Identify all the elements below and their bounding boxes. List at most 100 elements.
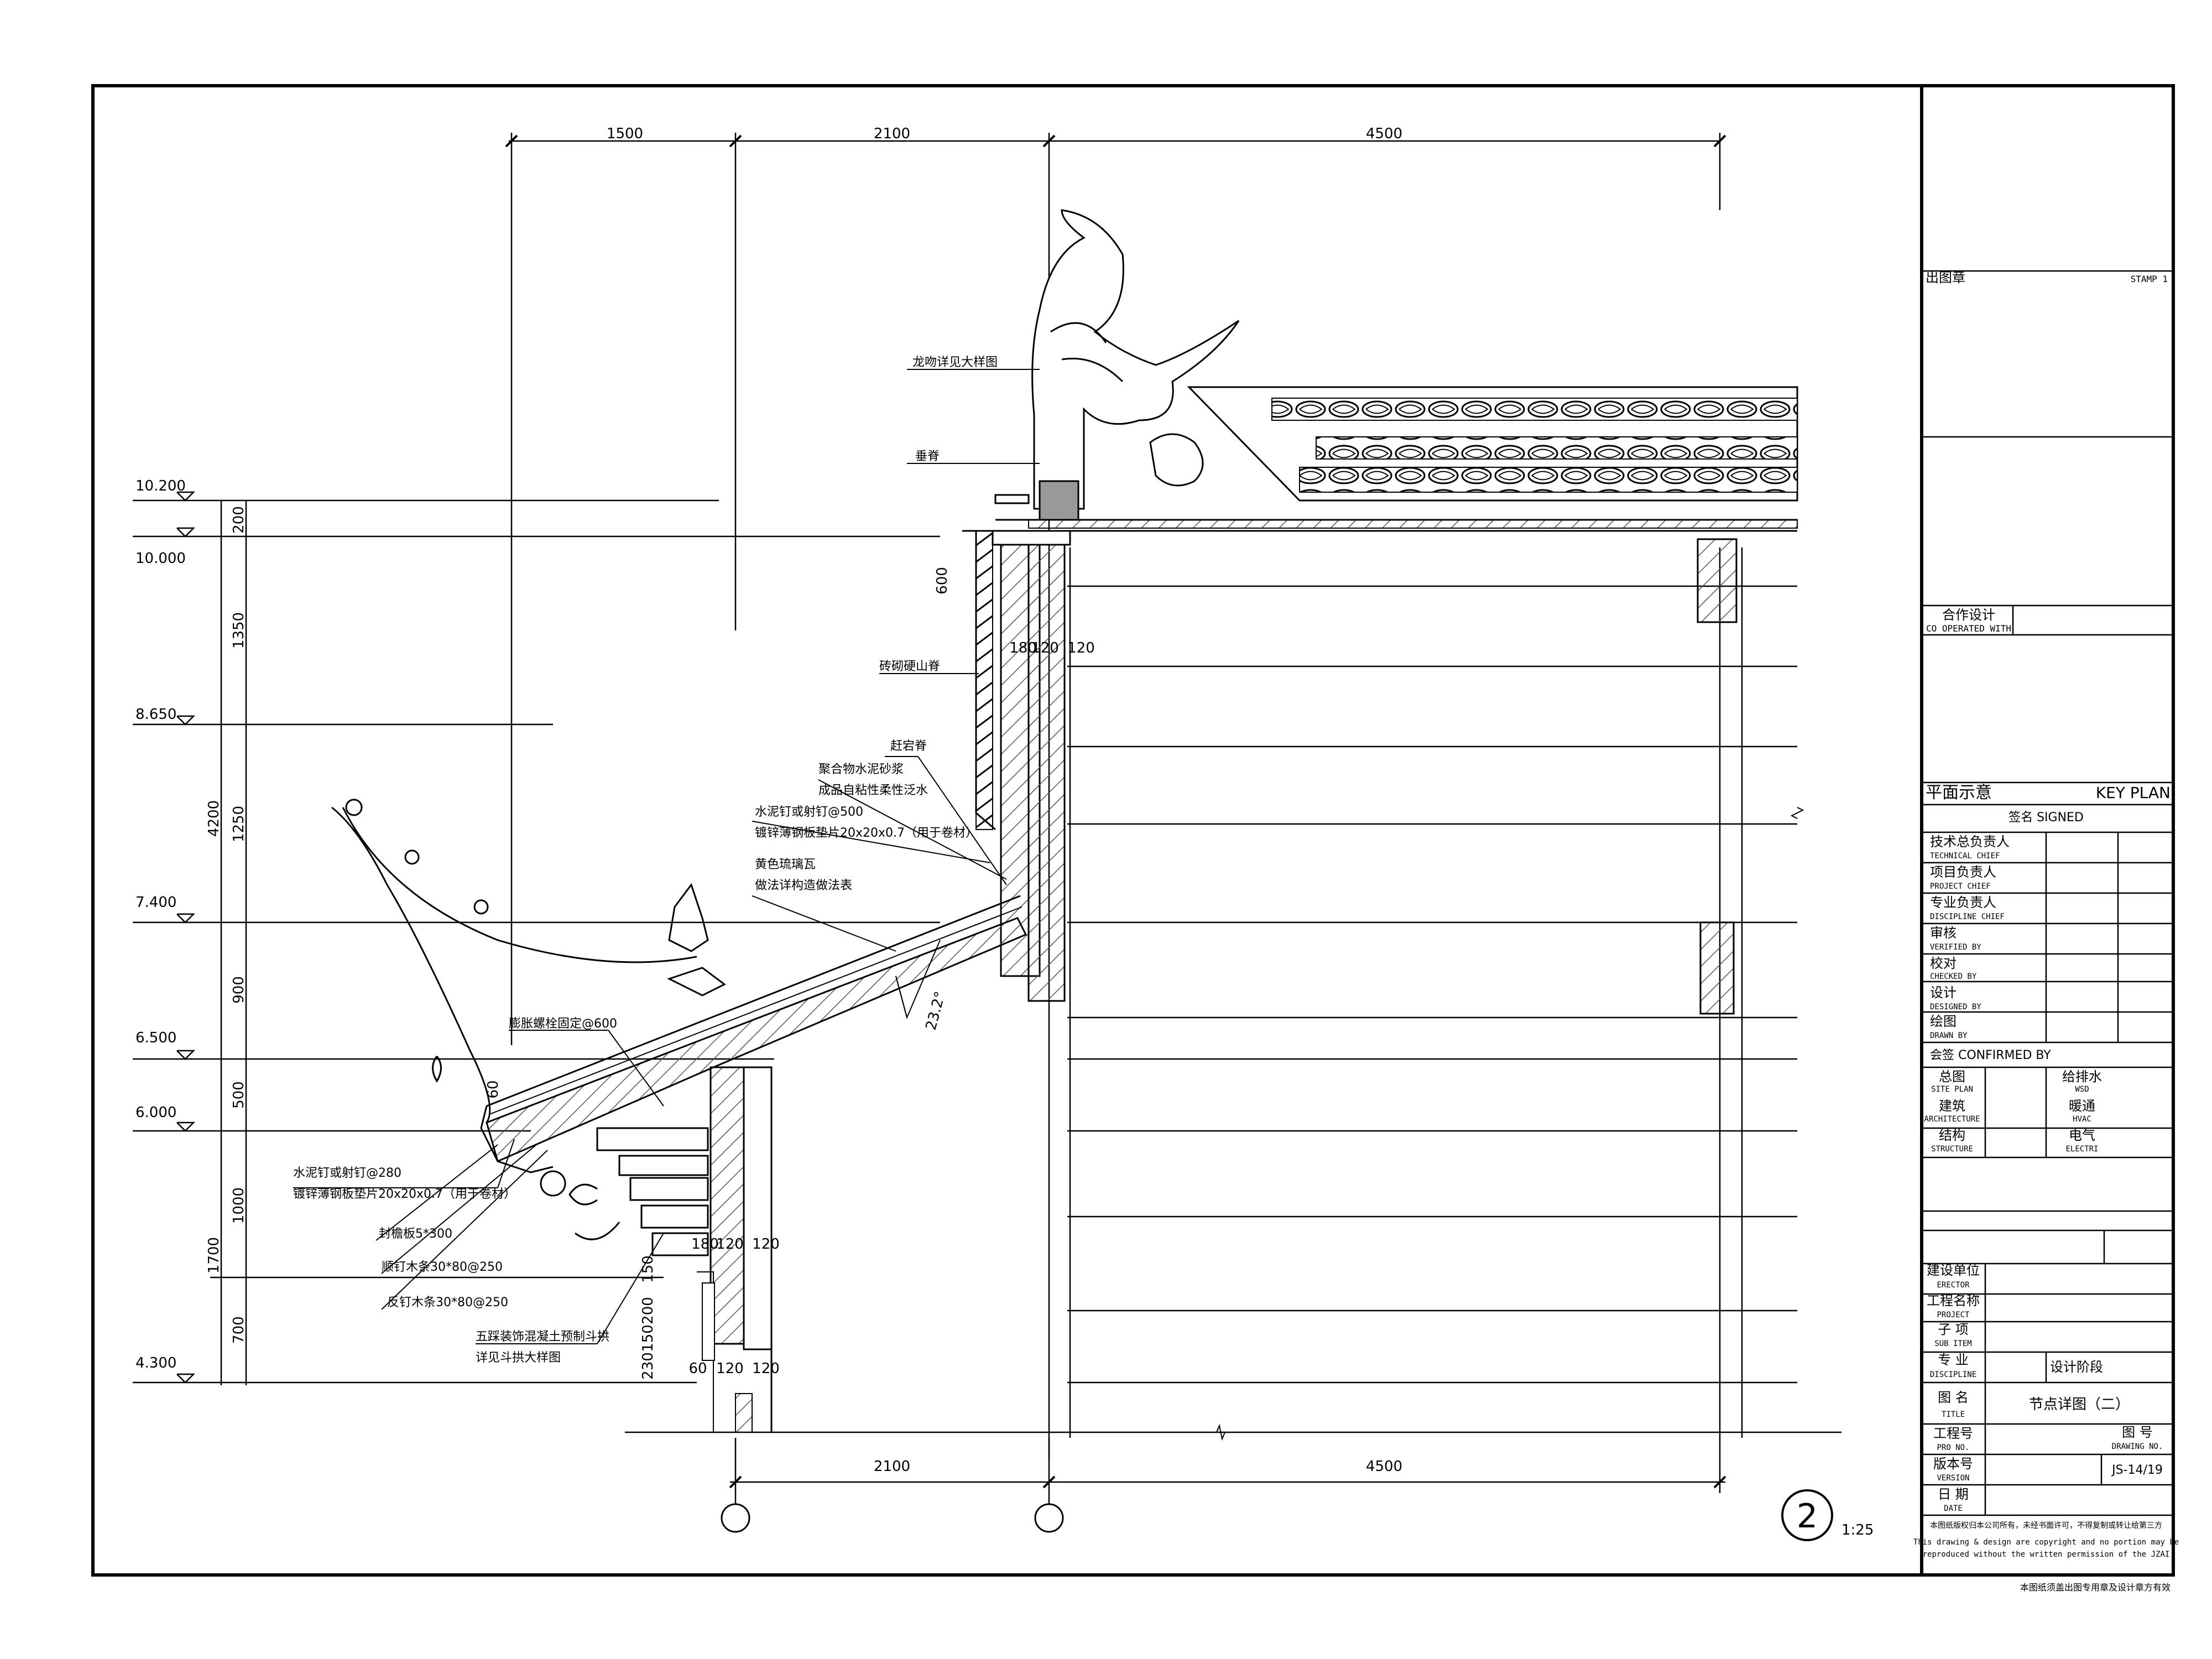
dim-v-1700: 1700 [206,1237,222,1274]
section-drawing [133,133,1841,1533]
note-nail-500: 水泥钉或射钉@500 [755,805,863,819]
confirmed-label: 会签 CONFIRMED BY [1930,1048,2051,1062]
note-bracket-ref: 详见斗拱大样图 [476,1351,561,1365]
dimension-labels: 1500 2100 4500 2100 4500 200 1350 1250 9… [206,126,1402,1475]
dim-low-a: 180 [691,1236,719,1253]
ridge-curve [331,799,726,1123]
sign-row-1-cn: 项目负责人 [1930,864,1996,880]
project-row-2-cn: 子 项 [1938,1322,1969,1337]
confirm-0-r-cn: 给排水 [2062,1069,2102,1084]
dim-wall-b: 120 [1031,640,1059,656]
roof-slope [486,895,1027,1163]
design-stage: 设计阶段 [2050,1359,2103,1375]
dim-stack-3: 150 [640,1324,656,1352]
dim-top-3: 4500 [1366,126,1402,142]
dim-wall-top: 600 [934,567,951,594]
level-8650: 8.650 [135,706,176,723]
sign-row-0-en: TECHNICAL CHIEF [1930,852,2000,860]
level-7400: 7.400 [135,894,176,911]
sign-row-3-en: VERIFIED BY [1930,943,1981,952]
note-strip-280: 镀锌薄钢板垫片20x20x0.7（用于卷材） [293,1187,516,1201]
dim-wall-a: 180 [1009,640,1037,656]
leader-lines [293,369,1040,1344]
sign-row-4-cn: 校对 [1930,956,1957,971]
dim-bottom-1: 2100 [874,1458,910,1475]
signed-label: 签名 SIGNED [2008,811,2084,825]
level-markers [133,491,196,1384]
copyright-cn: 本图纸版权归本公司所有，未经书面许可，不得复制或转让给第三方 [1930,1521,2162,1530]
title-value: 节点详图（二） [2029,1396,2130,1413]
copyright-en-1: This drawing & design are copyright and … [1913,1538,2179,1547]
title-en: TITLE [1942,1410,1965,1419]
note-batten-1: 顺钉木条30*80@250 [382,1260,503,1274]
title-block-text: 出图章 STAMP 1 合作设计 CO OPERATED WITH 平面示意 K… [1913,270,2179,1593]
sign-row-3-cn: 审核 [1930,925,1957,941]
note-tile: 黄色琉璃瓦 [755,858,816,872]
project-row-2-en: SUB ITEM [1934,1339,1971,1348]
annotation-labels: 龙吻详见大样图 垂脊 砖砌硬山脊 赶宕脊 聚合物水泥砂浆 成品自粘性柔性泛水 水… [293,356,998,1365]
dim-v-200: 200 [231,506,247,534]
note-mortar: 聚合物水泥砂浆 [818,763,904,776]
date-en: DATE [1944,1504,1963,1513]
sign-row-2-en: DISCIPLINE CHIEF [1930,912,2005,921]
sign-row-6-en: DRAWN BY [1930,1031,1968,1040]
upper-wall [962,530,1738,1015]
dim-v-900: 900 [231,976,247,1004]
dim-top-2: 2100 [874,126,910,142]
dim-low-c: 120 [752,1236,780,1253]
confirm-2-r-cn: 电气 [2069,1128,2095,1143]
version-cn: 版本号 [1933,1456,1973,1472]
level-4300: 4.300 [135,1355,176,1371]
copyright-en-2: reproduced without the written permissio… [1923,1550,2170,1559]
sign-row-0-cn: 技术总负责人 [1930,834,2010,849]
dim-v-4200: 4200 [206,800,222,837]
sign-row-5-cn: 设计 [1930,985,1957,1000]
level-6500: 6.500 [135,1030,176,1046]
dim-bottom-2: 4500 [1366,1458,1402,1475]
dim-stack-4: 230 [640,1352,656,1380]
detail-marker: 2 1:25 [1781,1489,1874,1541]
discipline-en: DISCIPLINE [1930,1370,1976,1379]
dim-stack-2: 200 [640,1297,656,1324]
confirm-1-l-en: ARCHITECTURE [1924,1115,1980,1124]
dwg-no-en: DRAWING NO. [2112,1442,2163,1451]
dim-roof-angle: 23.2° [923,990,949,1032]
stamp-en: STAMP 1 [2131,274,2168,284]
proj-no-en: PRO NO. [1937,1443,1969,1452]
level-10000: 10.000 [135,550,186,567]
project-row-1-cn: 工程名称 [1927,1293,1980,1308]
coop-en: CO OPERATED WITH [1926,623,2011,634]
dim-wall-c: 120 [1067,640,1095,656]
sign-row-4-en: CHECKED BY [1930,972,1977,981]
note-strip-500: 镀锌薄钢板垫片20x20x0.7（用于卷材） [755,826,978,840]
confirm-0-r-en: WSD [2075,1085,2089,1094]
dim-v-1000: 1000 [231,1187,247,1224]
title-cn: 图 名 [1938,1390,1969,1405]
dim-low2-c: 120 [752,1360,780,1377]
keyplan-en: KEY PLAN [2096,784,2171,802]
note-slope-ridge: 赶宕脊 [890,739,927,753]
keyplan-cn: 平面示意 [1926,783,1992,802]
discipline-cn: 专 业 [1938,1352,1969,1368]
confirm-2-l-en: STRUCTURE [1931,1145,1973,1154]
dim-stack-1: 150 [640,1255,656,1283]
dim-low2-a: 60 [688,1360,707,1377]
note-vertical-ridge: 垂脊 [915,450,940,463]
level-6000: 6.000 [135,1104,176,1121]
note-bracket: 五踩装饰混凝土预制斗拱 [476,1330,609,1344]
note-eave-board: 封檐板5*300 [379,1227,452,1241]
level-labels: 10.200 10.000 8.650 7.400 6.500 6.000 4.… [135,478,186,1371]
eave-bracket [480,1105,709,1256]
project-row-0-en: ERECTOR [1937,1281,1970,1290]
sheet-footer: 本图纸须盖出图专用章及设计章方有效 [2020,1582,2171,1593]
sign-row-6-cn: 绘图 [1930,1014,1957,1029]
dwg-no-cn: 图 号 [2122,1425,2153,1440]
sheet-outer-border [91,84,2175,1577]
dim-eave-60: 60 [485,1080,502,1098]
confirm-1-r-cn: 暖通 [2069,1098,2095,1114]
axis-bubble-a [721,1503,750,1533]
note-nail-280: 水泥钉或射钉@280 [293,1166,401,1180]
confirm-0-l-en: SITE PLAN [1931,1085,1973,1094]
main-ridge [995,386,1798,532]
